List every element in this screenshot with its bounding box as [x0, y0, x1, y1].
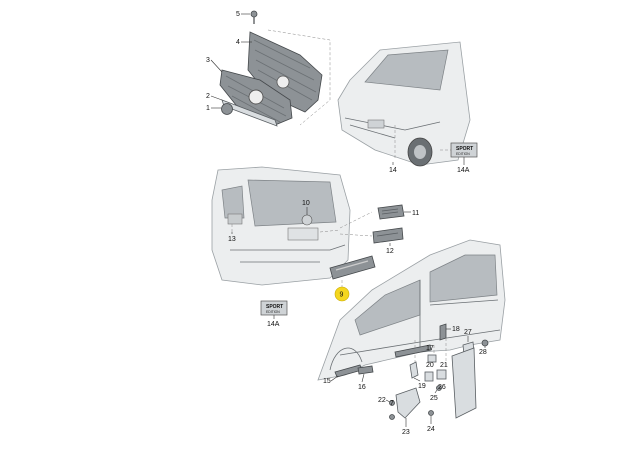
svg-text:26: 26	[438, 384, 446, 391]
hardware-parts	[389, 323, 489, 420]
svg-text:14: 14	[389, 167, 397, 174]
projection-line	[267, 29, 331, 126]
callout-14a-front: 14A	[457, 157, 470, 174]
callout-5: 5	[236, 11, 250, 18]
svg-text:25: 25	[430, 395, 438, 402]
callout-27: 27	[464, 329, 472, 342]
callout-15: 15	[323, 375, 339, 385]
callout-14a-rear: 14A	[267, 315, 280, 328]
svg-text:EDITION: EDITION	[456, 152, 470, 156]
svg-text:15: 15	[323, 378, 331, 385]
decal-strip-part	[329, 255, 376, 288]
callout-26: 26	[438, 384, 446, 391]
svg-text:22: 22	[378, 397, 386, 404]
callout-20: 20	[426, 362, 434, 369]
svg-text:24: 24	[427, 426, 435, 433]
svg-text:9: 9	[340, 292, 344, 299]
emblem-part	[221, 103, 233, 115]
svg-text:20: 20	[426, 362, 434, 369]
svg-text:12: 12	[386, 248, 394, 255]
side-trim-parts	[334, 344, 432, 378]
callout-21: 21	[440, 362, 448, 369]
svg-text:2: 2	[206, 93, 210, 100]
svg-text:23: 23	[402, 429, 410, 436]
side-body-panel	[317, 239, 506, 381]
screw-part	[250, 10, 258, 24]
callout-10: 10	[302, 200, 310, 215]
svg-text:21: 21	[440, 362, 448, 369]
svg-text:3: 3	[206, 57, 210, 64]
callout-4: 4	[236, 39, 252, 46]
callout-19: 19	[413, 377, 426, 390]
svg-text:10: 10	[302, 200, 310, 207]
svg-text:14A: 14A	[457, 167, 470, 174]
callout-18: 18	[446, 326, 460, 333]
chrome-strip-part	[221, 99, 278, 127]
callout-12: 12	[386, 243, 394, 255]
callout-28: 28	[479, 346, 487, 356]
svg-text:16: 16	[358, 384, 366, 391]
svg-text:28: 28	[479, 349, 487, 356]
rear-sport-edition-badge: SPORT EDITION	[260, 300, 288, 316]
grille-assembly	[219, 10, 331, 127]
callout-1: 1	[206, 105, 221, 112]
callout-25: 25	[430, 389, 438, 402]
svg-text:17: 17	[426, 345, 434, 352]
front-sport-edition-badge: SPORT EDITION	[450, 142, 478, 158]
svg-text:4: 4	[236, 39, 240, 46]
callout-14: 14	[389, 162, 397, 174]
svg-text:7: 7	[390, 400, 394, 407]
callout-16: 16	[358, 373, 366, 391]
callout-22: 22	[378, 397, 391, 404]
callout-7: 7	[390, 400, 394, 407]
svg-text:19: 19	[418, 383, 426, 390]
callout-24: 24	[427, 416, 435, 433]
svg-text:EDITION: EDITION	[266, 310, 280, 314]
lower-grille-part	[219, 69, 293, 126]
rear-emblem-parts	[339, 204, 405, 244]
svg-text:18: 18	[452, 326, 460, 333]
callout-11: 11	[404, 210, 419, 217]
callout-9-highlighted: 9	[334, 286, 350, 302]
svg-text:1: 1	[206, 105, 210, 112]
callout-13: 13	[228, 232, 236, 243]
svg-text:SPORT: SPORT	[456, 146, 473, 152]
callout-17: 17	[426, 345, 434, 352]
rear-van-illustration	[211, 166, 351, 286]
callout-23: 23	[402, 418, 410, 436]
callout-3: 3	[206, 57, 223, 73]
svg-text:27: 27	[464, 329, 472, 336]
svg-text:11: 11	[412, 210, 419, 217]
callout-2: 2	[206, 93, 223, 101]
svg-text:13: 13	[228, 236, 236, 243]
svg-text:5: 5	[236, 11, 240, 18]
svg-text:14A: 14A	[267, 321, 280, 328]
front-van-illustration	[337, 41, 471, 167]
svg-text:SPORT: SPORT	[266, 304, 283, 310]
